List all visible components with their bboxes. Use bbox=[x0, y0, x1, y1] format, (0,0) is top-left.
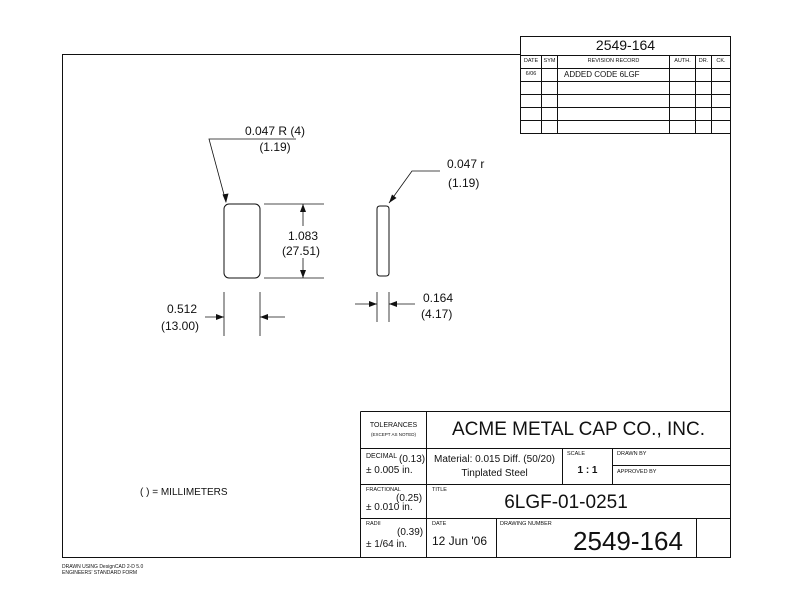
rev-header-ck: CK. bbox=[716, 58, 726, 64]
decimal-label: DECIMAL bbox=[366, 453, 398, 460]
decimal-tol: ± 0.005 in. bbox=[366, 465, 413, 476]
decimal-mm: (0.13) bbox=[399, 454, 426, 465]
radii-tol: ± 1/64 in. bbox=[366, 539, 408, 550]
width-dimension-lines bbox=[205, 292, 285, 336]
part-front-view bbox=[223, 203, 261, 279]
scale-label: SCALE bbox=[567, 451, 586, 457]
width-value: 0.512 bbox=[166, 302, 198, 316]
left-radius-value: 0.047 R (4) bbox=[244, 124, 306, 138]
height-mm: (27.51) bbox=[281, 244, 321, 258]
height-value: 1.083 bbox=[287, 229, 319, 243]
left-radius-mm: (1.19) bbox=[259, 140, 291, 154]
part-side-view bbox=[376, 205, 390, 277]
rev-row-date: 6/06 bbox=[525, 71, 537, 77]
millimeters-note: ( ) = MILLIMETERS bbox=[140, 487, 228, 498]
date-label: DATE bbox=[432, 521, 447, 527]
footer-line1: DRAWN USING DesignCAD 2-D 5.0 bbox=[62, 564, 144, 570]
right-radius-mm: (1.19) bbox=[448, 176, 480, 190]
thickness-value: 0.164 bbox=[423, 291, 454, 305]
title-block-grid bbox=[360, 411, 731, 558]
width-mm: (13.00) bbox=[160, 319, 200, 333]
rev-header-date: DATE bbox=[523, 58, 539, 64]
radius-leaders bbox=[208, 138, 440, 204]
approved-by-label: APPROVED BY bbox=[617, 469, 657, 475]
rev-header-sym: SYM bbox=[543, 58, 556, 64]
scale-value: 1 : 1 bbox=[577, 465, 598, 476]
arrowheads bbox=[216, 193, 397, 320]
rev-header-record: REVISION RECORD bbox=[587, 58, 640, 64]
title-label: TITLE bbox=[432, 487, 447, 493]
title-value: 6LGF-01-0251 bbox=[504, 492, 628, 513]
tolerances-note: (EXCEPT AS NOTED) bbox=[371, 432, 416, 437]
material-line2: Tinplated Steel bbox=[461, 468, 528, 479]
fractional-tol: ± 0.010 in. bbox=[366, 502, 413, 513]
rev-header-dr: DR. bbox=[698, 58, 709, 64]
material-line1: Material: 0.015 Diff. (50/20) bbox=[434, 454, 555, 465]
date-value: 12 Jun '06 bbox=[432, 534, 488, 548]
drawing-number-value: 2549-164 bbox=[573, 526, 683, 556]
fractional-label: FRACTIONAL bbox=[366, 487, 401, 493]
height-dimension-lines bbox=[264, 203, 324, 279]
thickness-mm: (4.17) bbox=[421, 307, 453, 321]
drawn-by-label: DRAWN BY bbox=[617, 451, 647, 457]
thickness-dimension-lines bbox=[355, 292, 415, 322]
radii-mm: (0.39) bbox=[397, 527, 424, 538]
drawing-number-header: 2549-164 bbox=[595, 37, 656, 53]
revision-table-grid bbox=[520, 36, 731, 134]
company-name: ACME METAL CAP CO., INC. bbox=[451, 419, 706, 440]
drawing-border bbox=[62, 54, 731, 558]
radii-label: RADII bbox=[366, 521, 381, 527]
rev-row-record: ADDED CODE 6LGF bbox=[564, 70, 640, 79]
drawing-number-label: DRAWING NUMBER bbox=[500, 521, 552, 527]
footer-line2: ENGINEERS' STANDARD FORM bbox=[62, 570, 138, 576]
tolerances-label: TOLERANCES bbox=[369, 422, 418, 429]
fractional-mm: (0.25) bbox=[396, 493, 423, 504]
rev-header-auth: AUTH. bbox=[674, 58, 691, 64]
right-radius-value: 0.047 r bbox=[447, 157, 485, 171]
